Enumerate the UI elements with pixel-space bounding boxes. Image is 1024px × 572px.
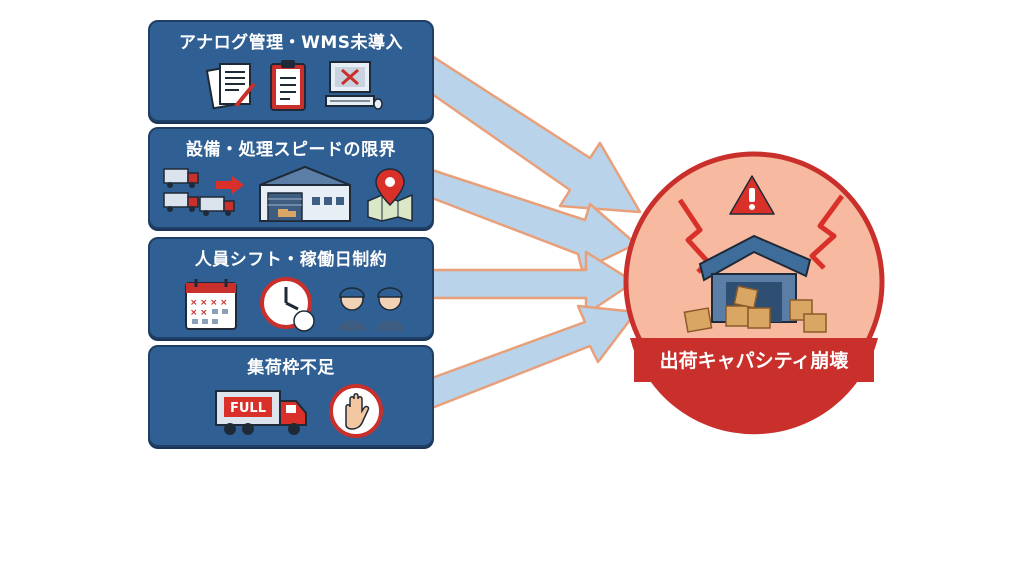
cause-icons	[150, 163, 432, 227]
map-pin-icon	[367, 168, 413, 222]
computer-error-icon	[325, 61, 383, 110]
svg-text:×: ×	[210, 298, 218, 308]
collapsing-warehouse-icon	[683, 234, 827, 333]
arrow-3	[430, 250, 636, 316]
svg-text:×: ×	[220, 298, 228, 308]
arrow-4	[430, 304, 638, 410]
cause-title: アナログ管理・WMS未導入	[178, 33, 404, 53]
result-band	[634, 338, 874, 382]
trucks-arrow-icon	[163, 168, 244, 216]
arrow-2	[430, 168, 638, 272]
cause-title: 人員シフト・稼働日制約	[194, 250, 388, 270]
crack-right-icon	[809, 194, 845, 270]
cause-icons: FULL	[150, 381, 432, 445]
workers-icon	[338, 287, 404, 331]
cause-icons: ×××× ××	[150, 273, 432, 337]
clock-icon	[260, 277, 315, 332]
svg-text:×: ×	[200, 298, 208, 308]
cause-box-equipment: 設備・処理スピードの限界	[148, 127, 434, 229]
arrow-1	[430, 54, 642, 214]
warehouse-icon	[259, 165, 351, 222]
cause-title: 集荷枠不足	[247, 358, 335, 378]
clipboard-icon	[270, 60, 306, 111]
svg-text:×: ×	[190, 298, 198, 308]
cause-title: 設備・処理スピードの限界	[186, 140, 396, 160]
cause-box-pickup: 集荷枠不足 FULL	[148, 345, 434, 447]
documents-icon	[206, 63, 256, 110]
cause-icons	[150, 56, 432, 120]
calendar-icon: ×××× ××	[185, 279, 237, 330]
stop-hand-icon	[329, 384, 383, 438]
full-truck-icon: FULL	[215, 390, 307, 435]
cause-box-analog: アナログ管理・WMS未導入	[148, 20, 434, 122]
svg-text:×: ×	[190, 308, 198, 318]
full-label: FULL	[230, 401, 266, 416]
cause-box-staffing: 人員シフト・稼働日制約 ×××× ××	[148, 237, 434, 339]
warning-icon	[729, 175, 775, 215]
svg-text:×: ×	[200, 308, 208, 318]
result-label: 出荷キャパシティ崩壊	[660, 349, 850, 372]
